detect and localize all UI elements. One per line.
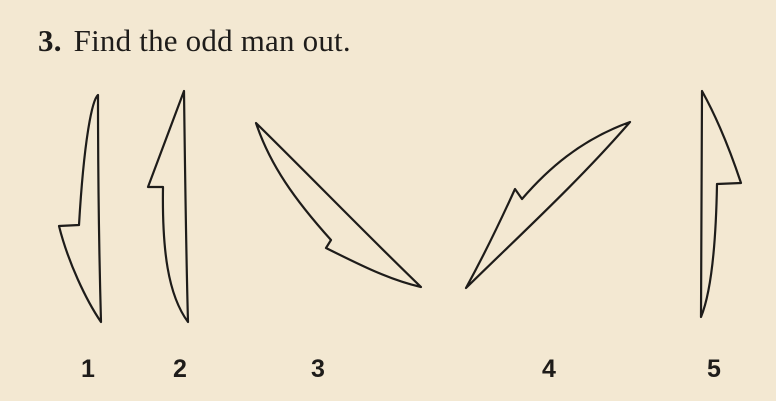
- figure-5-shape: [699, 89, 743, 319]
- figure-5-label: 5: [707, 355, 721, 383]
- question-line: 3. Find the odd man out.: [38, 23, 351, 59]
- figure-4-shape: [464, 120, 632, 290]
- figure-3: 3: [254, 121, 423, 383]
- figure-4-label: 4: [542, 355, 556, 383]
- figure-2: 2: [146, 89, 190, 383]
- figure-3-shape: [254, 121, 423, 289]
- figure-2-label: 2: [173, 355, 187, 383]
- figure-1-label: 1: [81, 355, 95, 383]
- figure-4: 4: [464, 120, 632, 383]
- figure-1: 1: [57, 93, 103, 383]
- figure-1-shape: [57, 93, 103, 324]
- figure-3-label: 3: [311, 355, 325, 383]
- figure-5: 5: [699, 89, 743, 383]
- question-number: 3.: [38, 23, 62, 58]
- question-text: Find the odd man out.: [73, 23, 351, 58]
- figure-2-shape: [146, 89, 190, 324]
